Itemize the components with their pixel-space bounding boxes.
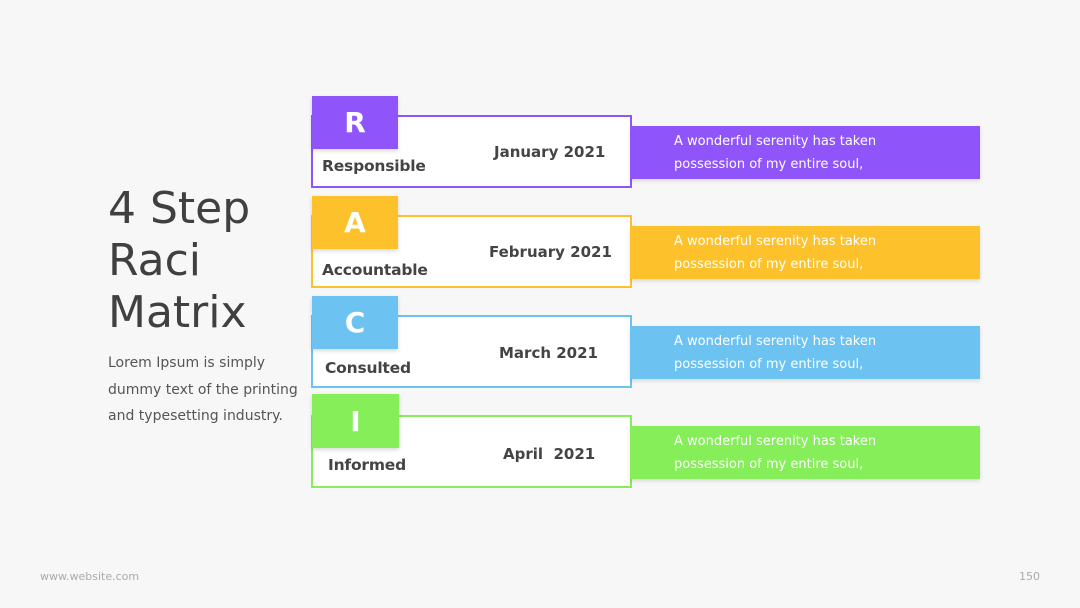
letter-tab: C [312,296,398,349]
note-text: A wonderful serenity has taken possessio… [674,130,974,176]
role-label: Consulted [325,359,411,377]
note-text: A wonderful serenity has taken possessio… [674,330,974,376]
date-label: April 2021 [503,445,596,463]
date-label: February 2021 [489,243,612,261]
letter-tab: R [312,96,398,149]
note-line-2: possession of my entire soul, [674,457,864,472]
date-label: March 2021 [499,344,598,362]
role-label: Responsible [322,157,426,175]
note-bar: A wonderful serenity has taken possessio… [630,326,980,379]
role-label: Accountable [322,261,428,279]
raci-step-consulted: C Consulted March 2021 A wonderful seren… [0,296,1080,396]
note-line-2: possession of my entire soul, [674,357,864,372]
note-line-2: possession of my entire soul, [674,157,864,172]
raci-step-informed: I Informed April 2021 A wonderful sereni… [0,394,1080,494]
title-line-3: Matrix [108,287,247,338]
footer-website: www.website.com [40,570,140,583]
note-line-1: A wonderful serenity has taken [674,334,877,349]
note-line-1: A wonderful serenity has taken [674,234,877,249]
note-bar: A wonderful serenity has taken possessio… [630,226,980,279]
note-line-1: A wonderful serenity has taken [674,434,877,449]
note-text: A wonderful serenity has taken possessio… [674,230,974,276]
letter-tab: A [312,196,398,249]
page-title: 4 Step Raci Matrix [108,183,308,339]
raci-step-accountable: A Accountable February 2021 A wonderful … [0,196,1080,296]
letter-tab: I [312,394,399,448]
title-line-1: 4 Step [108,183,251,234]
note-bar: A wonderful serenity has taken possessio… [630,426,980,479]
page-number: 150 [1019,570,1040,583]
title-line-2: Raci [108,235,201,286]
description-text: Lorem Ipsum is simply dummy text of the … [108,355,298,424]
role-label: Informed [328,456,406,474]
note-line-1: A wonderful serenity has taken [674,134,877,149]
note-text: A wonderful serenity has taken possessio… [674,430,974,476]
note-line-2: possession of my entire soul, [674,257,864,272]
note-bar: A wonderful serenity has taken possessio… [630,126,980,179]
date-label: January 2021 [494,143,606,161]
raci-step-responsible: R Responsible January 2021 A wonderful s… [0,96,1080,196]
